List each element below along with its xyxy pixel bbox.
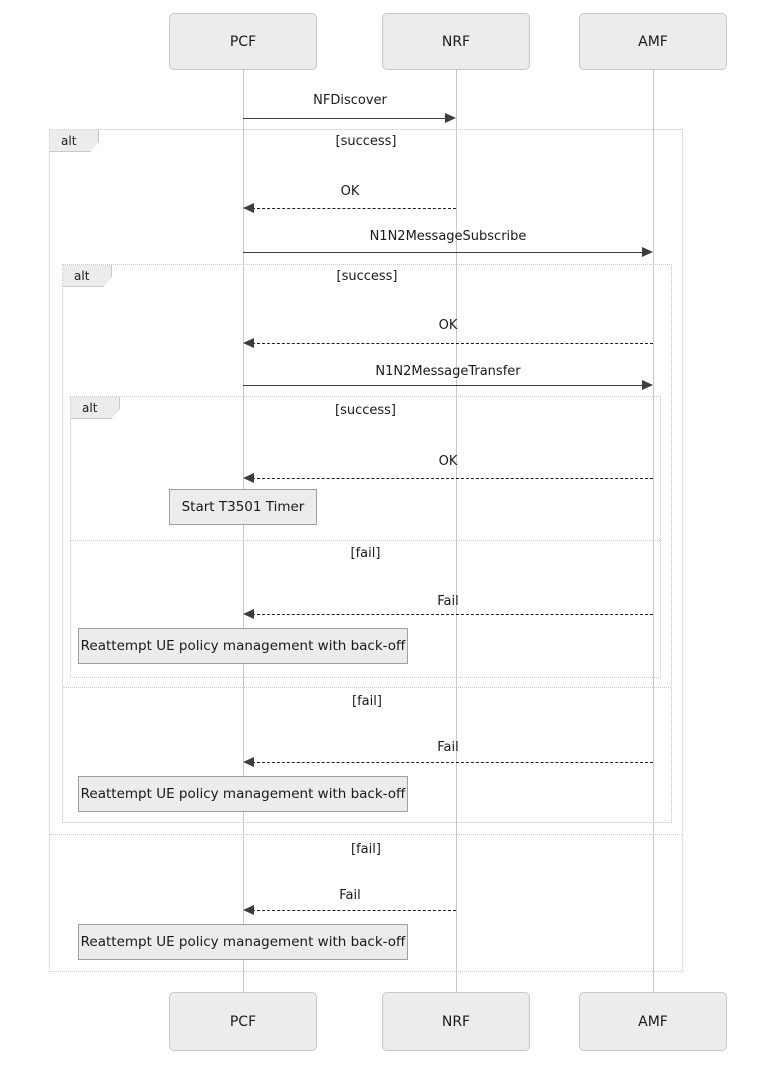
guard-success-2: [success] — [336, 269, 398, 284]
message-arrow-n1n2messagetransfer — [243, 385, 644, 386]
message-arrow-ok-1 — [252, 208, 456, 209]
participant-label: AMF — [638, 33, 668, 50]
note-label: Reattempt UE policy management with back… — [80, 934, 406, 950]
message-label-ok-3: OK — [438, 454, 458, 469]
guard-fail-2: [fail] — [352, 694, 382, 709]
fragment-alt-inner — [70, 396, 661, 678]
fragment-operator: alt — [74, 268, 90, 283]
lifeline-amf — [653, 70, 654, 992]
message-arrow-fail-3 — [252, 910, 456, 911]
guard-success-3: [success] — [335, 403, 396, 418]
fragment-alt-middle-label: alt — [63, 265, 112, 287]
message-label-fail-3: Fail — [339, 888, 361, 903]
participant-amf-header[interactable]: AMF — [579, 13, 727, 70]
participant-nrf-header[interactable]: NRF — [382, 13, 530, 70]
fragment-divider-outer — [50, 834, 682, 835]
message-arrow-fail-2 — [252, 762, 653, 763]
fragment-divider-inner — [71, 540, 660, 541]
note-label: Reattempt UE policy management with back… — [80, 786, 406, 802]
fragment-divider-middle — [63, 687, 671, 688]
lifeline-nrf — [456, 70, 457, 992]
arrowhead-icon — [445, 113, 456, 123]
arrowhead-icon — [243, 609, 254, 619]
note-reattempt-3: Reattempt UE policy management with back… — [78, 924, 408, 960]
participant-nrf-footer[interactable]: NRF — [382, 992, 530, 1051]
message-arrow-n1n2messagesubscribe — [243, 252, 644, 253]
arrowhead-icon — [243, 757, 254, 767]
arrowhead-icon — [243, 338, 254, 348]
arrowhead-icon — [243, 203, 254, 213]
message-label-ok-2: OK — [438, 318, 458, 333]
arrowhead-icon — [243, 905, 254, 915]
message-arrow-ok-2 — [252, 343, 653, 344]
participant-label: AMF — [638, 1013, 668, 1030]
note-start-t3501-timer: Start T3501 Timer — [169, 489, 317, 525]
arrowhead-icon — [642, 380, 653, 390]
participant-label: PCF — [229, 1013, 257, 1030]
guard-fail-1: [fail] — [350, 546, 381, 561]
note-reattempt-1: Reattempt UE policy management with back… — [78, 628, 408, 664]
message-label-nfdiscover: NFDiscover — [313, 93, 387, 108]
message-label-fail-2: Fail — [437, 740, 459, 755]
fragment-operator: alt — [61, 133, 77, 148]
message-arrow-ok-3 — [252, 478, 653, 479]
message-label-fail-1: Fail — [437, 594, 459, 609]
participant-label: PCF — [229, 33, 257, 50]
message-label-n1n2messagetransfer: N1N2MessageTransfer — [375, 364, 521, 379]
message-label-n1n2messagesubscribe: N1N2MessageSubscribe — [369, 229, 527, 244]
message-arrow-fail-1 — [252, 614, 653, 615]
fragment-alt-middle — [62, 264, 672, 823]
participant-label: NRF — [441, 33, 471, 50]
guard-fail-3: [fail] — [351, 842, 381, 857]
participant-pcf-header[interactable]: PCF — [169, 13, 317, 70]
message-label-ok-1: OK — [340, 184, 360, 199]
fragment-alt-outer-label: alt — [50, 130, 99, 152]
fragment-alt-inner-label: alt — [71, 397, 120, 419]
fragment-alt-outer — [49, 129, 683, 972]
note-label: Reattempt UE policy management with back… — [80, 638, 406, 654]
fragment-operator: alt — [82, 400, 98, 415]
message-arrow-nfdiscover — [243, 118, 447, 119]
participant-pcf-footer[interactable]: PCF — [169, 992, 317, 1051]
participant-label: NRF — [441, 1013, 471, 1030]
guard-success-1: [success] — [335, 134, 397, 149]
arrowhead-icon — [642, 247, 653, 257]
participant-amf-footer[interactable]: AMF — [579, 992, 727, 1051]
lifeline-pcf — [243, 70, 244, 992]
arrowhead-icon — [243, 473, 254, 483]
note-reattempt-2: Reattempt UE policy management with back… — [78, 776, 408, 812]
note-label: Start T3501 Timer — [181, 499, 305, 515]
